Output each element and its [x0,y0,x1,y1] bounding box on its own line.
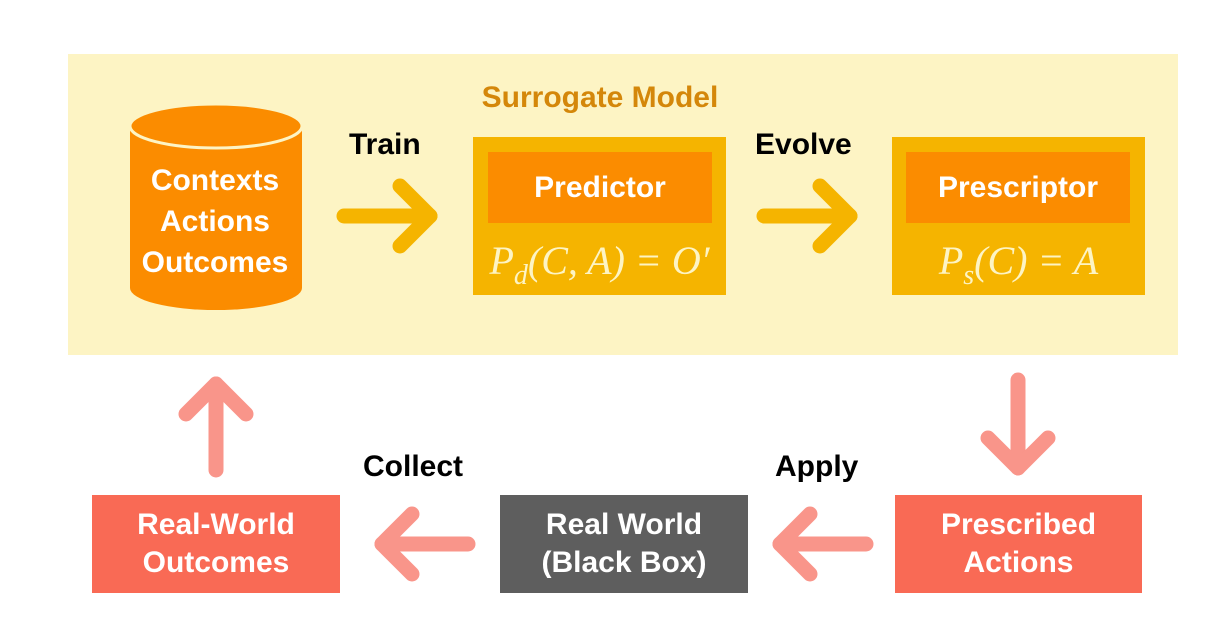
collect-arrow-icon [374,506,476,582]
evolve-label: Evolve [755,128,852,161]
real-world-outcomes-line-2: Outcomes [142,546,290,579]
predictor-formula: Pd(C, A) = O′ [489,238,710,291]
collect-label: Collect [363,450,464,483]
data-store-line-contexts: Contexts [150,164,280,197]
prescribed-actions-box: Prescribed Actions [895,495,1142,593]
up-arrow-icon [178,376,254,478]
apply-label: Apply [775,450,859,483]
real-world-outcomes-line-1: Real-World [137,508,295,541]
train-arrow-icon [336,178,438,254]
prescribed-actions-line-1: Prescribed [940,508,1097,541]
train-label: Train [349,128,421,161]
database-cylinder-icon [128,102,304,310]
black-box-line-1: Real World [545,508,703,541]
apply-arrow-icon [772,506,874,582]
prescriptor-label: Prescriptor [906,152,1130,223]
surrogate-model-title: Surrogate Model [481,81,719,114]
black-box-line-2: (Black Box) [541,546,707,579]
data-store-line-actions: Actions [159,205,270,238]
predictor-label: Predictor [488,152,712,223]
data-store-line-outcomes: Outcomes [141,246,289,279]
data-store-label: Contexts Actions Outcomes [126,160,304,283]
prescribed-actions-line-2: Actions [963,546,1074,579]
black-box: Real World (Black Box) [500,495,748,593]
real-world-outcomes-box: Real-World Outcomes [92,495,340,593]
evolve-arrow-icon [756,178,858,254]
down-arrow-icon [980,372,1056,476]
prescriptor-formula: Ps(C) = A [938,238,1099,291]
